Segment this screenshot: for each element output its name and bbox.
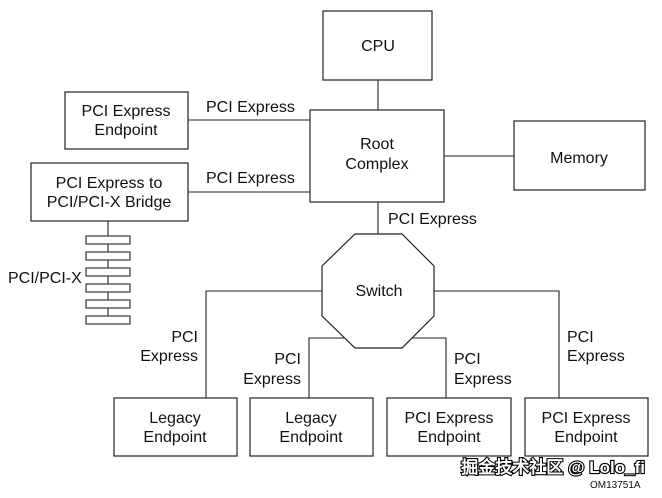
pcie-endpoint-top-label-line1: PCI Express bbox=[82, 103, 171, 120]
legacy-endpoint-2-node: Legacy Endpoint bbox=[249, 397, 374, 457]
pci-bus-slots bbox=[85, 235, 131, 325]
bridge-label-line2: PCI/PCI-X Bridge bbox=[47, 194, 172, 211]
switch-node: Switch bbox=[321, 233, 435, 349]
edge-label-legacy2-line1: PCI bbox=[274, 351, 301, 368]
figure-id: OM13751A bbox=[590, 480, 641, 491]
edge-label-pcie3-line1: PCI bbox=[454, 351, 481, 368]
edge-label-legacy2-line2: Express bbox=[243, 371, 301, 388]
legacy-endpoint-2-label-line1: Legacy bbox=[285, 410, 337, 427]
memory-node: Memory bbox=[513, 120, 646, 191]
memory-label: Memory bbox=[550, 150, 608, 167]
legacy-endpoint-1-label-line1: Legacy bbox=[149, 410, 201, 427]
edge-label-pcie4-line2: Express bbox=[567, 348, 625, 365]
switch-pcie3-link bbox=[402, 337, 447, 398]
bus-slot bbox=[85, 315, 131, 325]
pcie-endpoint-3-label-line2: Endpoint bbox=[417, 429, 481, 446]
legacy-endpoint-1-node: Legacy Endpoint bbox=[113, 397, 238, 457]
bus-slot bbox=[85, 283, 131, 293]
switch-pcie4-link bbox=[434, 290, 560, 398]
switch-label: Switch bbox=[355, 283, 402, 300]
edge-label-legacy1-line1: PCI bbox=[171, 329, 198, 346]
edge-label-legacy1-line2: Express bbox=[140, 348, 198, 365]
root-complex-node: Root Complex bbox=[309, 109, 445, 203]
switch-legacy2-link bbox=[308, 337, 355, 398]
legacy-endpoint-1-label-line2: Endpoint bbox=[143, 429, 207, 446]
pcie-endpoint-4-node: PCI Express Endpoint bbox=[524, 397, 649, 457]
pcie-endpoint-4-label-line1: PCI Express bbox=[542, 410, 631, 427]
pci-bus-label: PCI/PCI-X bbox=[8, 270, 82, 287]
bridge-label-line1: PCI Express to bbox=[56, 175, 163, 192]
bus-slot bbox=[85, 251, 131, 261]
edge-label-pcie3-line2: Express bbox=[454, 371, 512, 388]
bus-slot bbox=[85, 235, 131, 245]
pcie-endpoint-3-node: PCI Express Endpoint bbox=[386, 397, 512, 457]
edge-label-root-switch: PCI Express bbox=[388, 211, 477, 228]
pcie-endpoint-3-label-line1: PCI Express bbox=[405, 410, 494, 427]
edge-label-pcie4-line1: PCI bbox=[567, 329, 594, 346]
pcie-endpoint-top-node: PCI Express Endpoint bbox=[64, 91, 189, 150]
legacy-endpoint-2-label-line2: Endpoint bbox=[279, 429, 343, 446]
cpu-node: CPU bbox=[322, 10, 433, 81]
edge-label-bridge-root: PCI Express bbox=[206, 170, 295, 187]
cpu-label: CPU bbox=[361, 38, 395, 55]
bridge-node: PCI Express to PCI/PCI-X Bridge bbox=[30, 162, 189, 222]
root-complex-label-line2: Complex bbox=[345, 156, 408, 173]
edge-label-endpoint-root: PCI Express bbox=[206, 99, 295, 116]
bus-slot bbox=[85, 267, 131, 277]
watermark: 掘金技术社区 @ Lolo_fi bbox=[461, 457, 645, 477]
pcie-endpoint-top-label-line2: Endpoint bbox=[94, 122, 158, 139]
root-complex-label-line1: Root bbox=[360, 136, 394, 153]
bus-slot bbox=[85, 299, 131, 309]
pcie-endpoint-4-label-line2: Endpoint bbox=[554, 429, 618, 446]
switch-legacy1-link bbox=[205, 290, 322, 398]
